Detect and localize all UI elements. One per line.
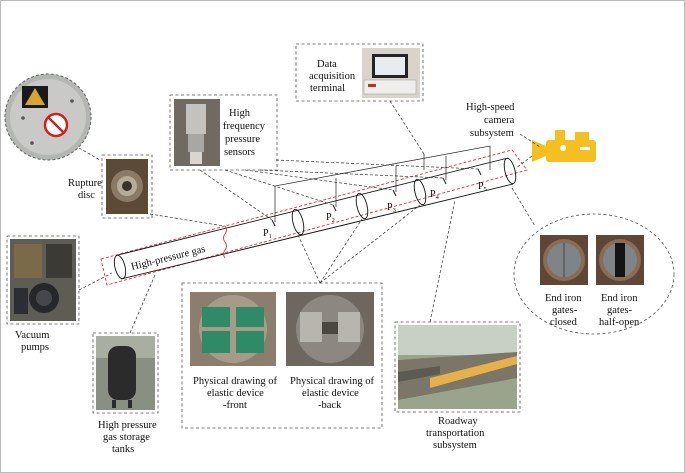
camera-lead-2 <box>515 155 533 169</box>
gas-tank-photo <box>96 336 155 410</box>
vacuum-lead <box>78 272 113 291</box>
sensor-label-p5: P5 <box>478 181 487 193</box>
rupture-lead-1 <box>78 147 101 161</box>
data-terminal-frame <box>295 43 424 102</box>
pressure-sensors-frame <box>169 94 278 171</box>
sensor-tick-5 <box>477 168 482 176</box>
pipe-left-end <box>113 254 127 280</box>
roadway-photo <box>398 325 517 409</box>
elastic-ring-2 <box>355 192 369 220</box>
rupture-disc-marker <box>223 225 227 259</box>
sensor-label-p1: P1 <box>263 228 272 240</box>
sensor-label-p2: P2 <box>326 212 335 224</box>
sensor-tick-1 <box>271 219 276 227</box>
elastic-ring-1 <box>291 208 305 236</box>
elastic-leads <box>297 204 421 284</box>
rupture-disc-photo <box>4 73 92 161</box>
rupture-disc-detail-photo <box>106 159 148 214</box>
pipe-bottom-edge <box>120 183 514 280</box>
elastic-device-frame <box>181 282 383 429</box>
iron-gate-photo-closed <box>540 235 588 285</box>
vacuum-pump-photo <box>10 239 76 321</box>
sensor-leads <box>199 159 479 221</box>
elastic-ring-3 <box>413 178 427 206</box>
vacuum-pumps-frame <box>6 235 80 325</box>
iron-gates-group <box>513 213 675 335</box>
pipe-highlight-envelope <box>100 149 528 286</box>
sensor-tick-3 <box>392 189 397 197</box>
gas-tanks-frame <box>92 332 159 414</box>
pipe-right-end <box>503 157 517 185</box>
elastic-device-photo-front <box>190 292 276 366</box>
sensor-label-p3: P3 <box>387 202 396 214</box>
sensor-tick-4 <box>442 177 447 185</box>
sensor-photo <box>174 99 220 166</box>
iron-gate-photo-half-open <box>596 235 644 285</box>
rupture-disc-detail-frame <box>101 154 153 219</box>
camera-icon <box>532 130 596 162</box>
roadway-lead <box>429 199 456 323</box>
camera-lead-1 <box>519 133 541 148</box>
gates-lead <box>511 187 536 227</box>
sensor-wiring <box>274 145 491 222</box>
terminal-lead <box>389 100 425 155</box>
rupture-lead-2 <box>149 213 225 227</box>
sensor-tick-2 <box>332 204 337 212</box>
laptop-photo <box>362 48 420 98</box>
pipe-top-edge <box>117 157 509 256</box>
gas-tank-lead <box>129 274 156 334</box>
elastic-device-photo-back <box>286 292 374 366</box>
pipe: High-pressure gas <box>100 149 528 286</box>
roadway-frame <box>394 321 521 413</box>
sensor-label-p4: P4 <box>430 189 440 201</box>
